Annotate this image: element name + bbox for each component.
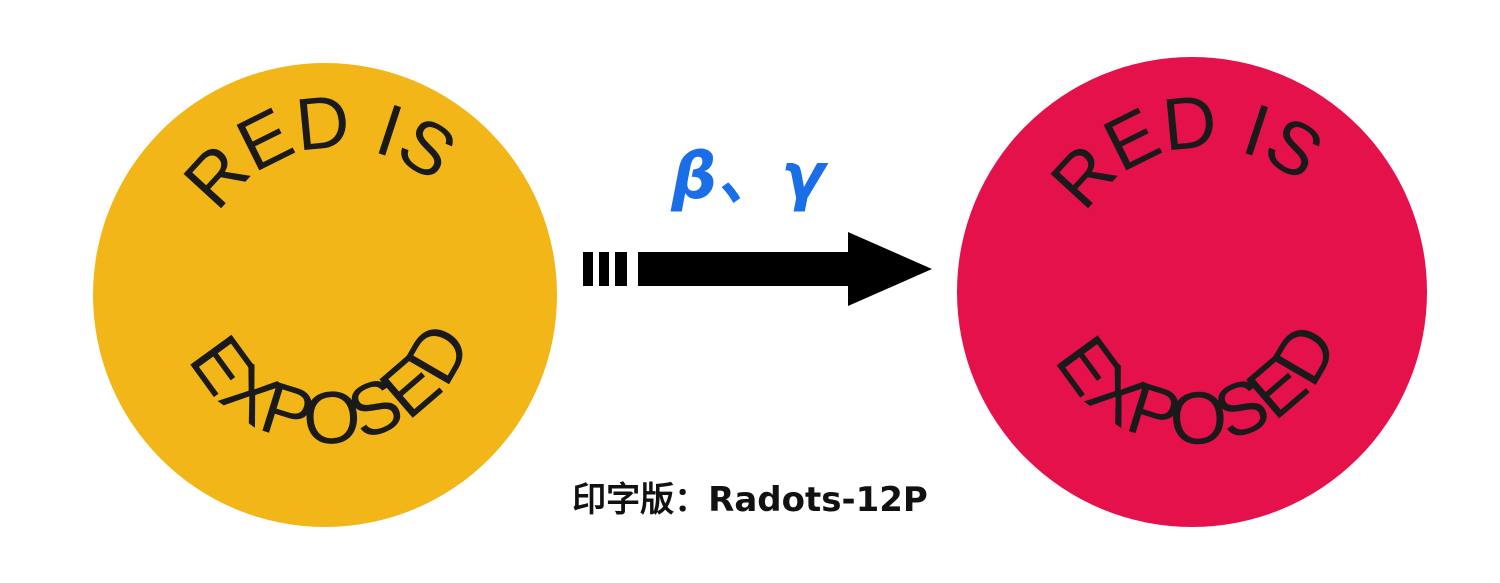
unexposed-sticker: RED IS EXPOSED — [93, 63, 557, 527]
arrow-dash-3 — [615, 252, 627, 286]
exposure-arrow — [583, 232, 932, 306]
arrow-dash-2 — [599, 252, 609, 286]
arrow-shaft — [638, 252, 856, 286]
unexposed-sticker-disc — [93, 63, 557, 527]
arrow-head — [848, 232, 932, 306]
product-caption: 印字版：Radots-12P — [572, 480, 928, 520]
exposed-sticker: RED IS EXPOSED — [957, 57, 1427, 527]
exposed-sticker-disc — [957, 57, 1427, 527]
radiation-type-label: β、γ — [670, 140, 829, 214]
arrow-dash-1 — [583, 252, 593, 286]
